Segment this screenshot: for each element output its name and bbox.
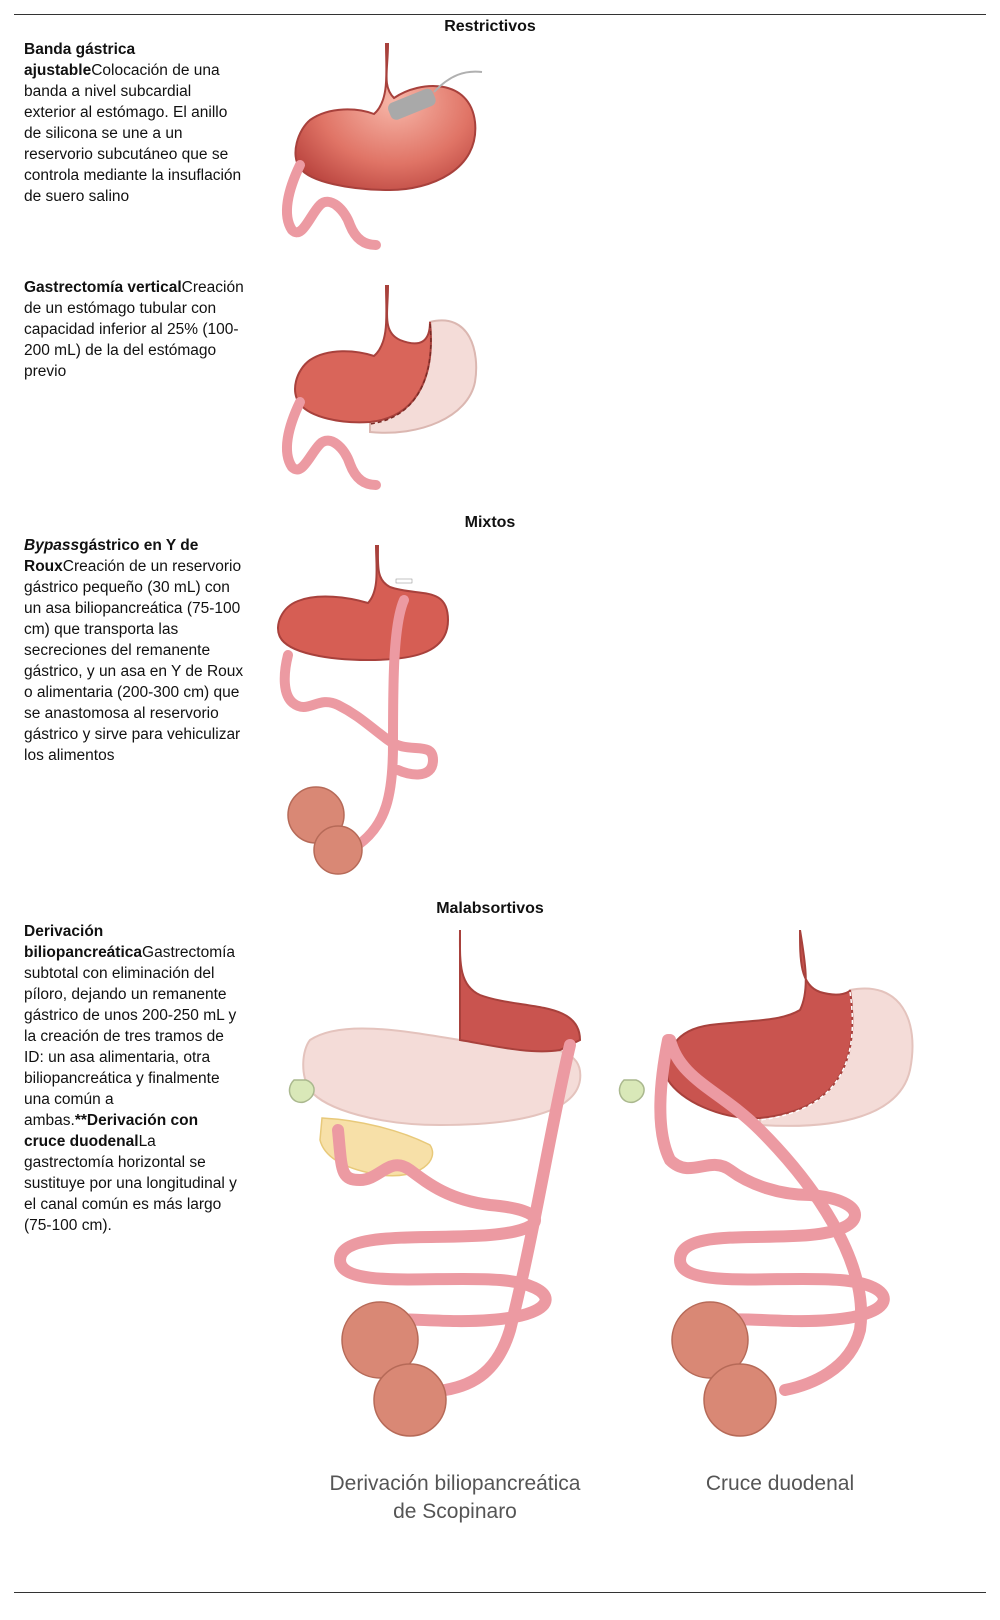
sleeve-stomach: [666, 930, 854, 1120]
text-cruce-duodenal: La gastrectomía horizontal se sustituye …: [24, 1133, 237, 1234]
caption-scopinaro-line2: de Scopinaro: [393, 1500, 517, 1523]
desc-derivacion: Derivación biliopancreáticaGastrectomía …: [24, 921, 239, 1236]
text-banda-gastrica: Colocación de una banda a nivel subcardi…: [24, 62, 242, 205]
common-channel: [664, 1034, 868, 1396]
duodenum: [281, 397, 381, 490]
colon-segment: [671, 1301, 777, 1437]
section-title-restrictivos: Restrictivos: [444, 18, 536, 35]
text-derivacion-biliopancreatica: Gastrectomía subtotal con eliminación de…: [24, 944, 237, 1129]
stomach-shape: [294, 43, 477, 192]
figure-gastrectomia-vertical: [281, 285, 478, 490]
band-tube: [433, 70, 483, 93]
bottom-rule: [14, 1592, 986, 1593]
pouch-staple: [395, 578, 413, 584]
gastric-band: [388, 88, 436, 120]
desc-gastrectomia-vertical: Gastrectomía verticalCreación de un estó…: [24, 277, 244, 382]
gastric-pouch: [458, 930, 582, 1053]
staple-line: [759, 991, 854, 1121]
alimentary-limb: [439, 1039, 576, 1396]
roux-limb: [353, 595, 409, 850]
text-gastrectomia-vertical: Creación de un estómago tubular con capa…: [24, 279, 244, 380]
sleeve-stomach: [294, 285, 432, 424]
gallbladder: [618, 1079, 645, 1104]
caption-cruce-duodenal: Cruce duodenal: [705, 1472, 855, 1495]
gastric-remnant: [277, 545, 450, 662]
figure-scopinaro: [288, 930, 582, 1437]
title-cruce-duodenal: Derivación con cruce duodenal: [24, 1112, 199, 1150]
caption-scopinaro: Derivación biliopancreática de Scopinaro: [300, 1470, 610, 1526]
figure-banda-gastrica: [281, 43, 483, 250]
text-bypass: Creación de un reservorio gástrico peque…: [24, 558, 244, 764]
section-title-mixtos: Mixtos: [464, 514, 516, 531]
desc-banda-gastrica: Banda gástrica ajustableColocación de un…: [24, 39, 244, 207]
colon-segment: [341, 1301, 447, 1437]
figure-cruce-duodenal: [618, 930, 914, 1437]
section-title-malabsortivos: Malabsortivos: [436, 900, 544, 917]
title-banda-gastrica: Banda gástrica ajustable: [24, 41, 136, 79]
title-derivacion-biliopancreatica: Derivación biliopancreática: [24, 923, 143, 961]
biliopancreatic-limb: [279, 650, 439, 780]
staple-line: [369, 323, 432, 425]
duodenum: [281, 160, 381, 250]
title-gastrectomia-vertical: Gastrectomía vertical: [24, 279, 182, 296]
intestinal-loops: [654, 1034, 890, 1336]
intestinal-loops: [332, 1124, 552, 1336]
gallbladder: [288, 1079, 315, 1104]
figure-bypass: [277, 545, 450, 875]
caption-scopinaro-line1: Derivación biliopancreática: [329, 1472, 581, 1495]
title-bypass: Bypassgástrico en Y de Roux: [24, 537, 199, 575]
top-rule: [14, 14, 986, 15]
colon-segment: [287, 786, 363, 875]
desc-bypass: Bypassgástrico en Y de RouxCreación de u…: [24, 535, 244, 766]
marker-asterisks: **: [74, 1112, 87, 1129]
